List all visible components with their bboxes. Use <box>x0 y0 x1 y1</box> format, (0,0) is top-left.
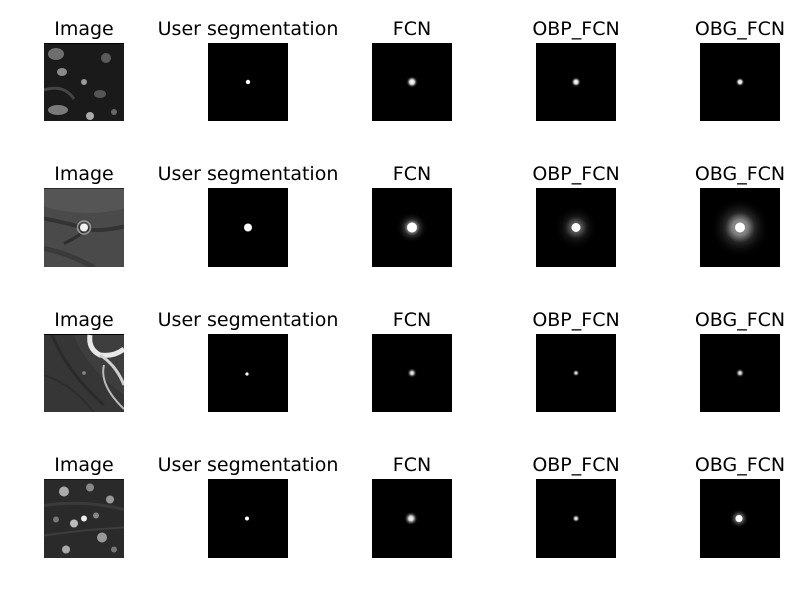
panel-title: FCN <box>392 18 432 40</box>
panel-title: OBG_FCN <box>694 163 786 185</box>
panel-title: User segmentation <box>157 163 339 185</box>
panel-title: OBG_FCN <box>694 309 786 331</box>
obp-fcn-output <box>536 43 616 121</box>
row-2-user-seg-panel: User segmentation <box>158 165 338 267</box>
fcn-output <box>372 188 452 267</box>
panel-title: FCN <box>392 454 432 476</box>
obp-fcn-output <box>536 334 616 412</box>
image-thumbnail <box>44 188 124 267</box>
panel-title: FCN <box>392 163 432 185</box>
panel-title: Image <box>54 18 114 40</box>
panel-title: FCN <box>392 309 432 331</box>
row-4-fcn-panel: FCN <box>372 456 452 558</box>
ct-image <box>44 188 124 267</box>
row-1-obp-fcn-panel: OBP_FCN <box>532 20 620 121</box>
obg-fcn-output <box>700 43 780 121</box>
obp-fcn-output <box>536 479 616 558</box>
obg-fcn-output <box>700 334 780 412</box>
row-4-image-panel: Image <box>44 456 124 558</box>
row-3-obg-fcn-panel: OBG_FCN <box>695 311 785 412</box>
row-3-fcn-panel: FCN <box>372 311 452 412</box>
user-segmentation-mask <box>208 188 288 267</box>
panel-title: User segmentation <box>157 18 339 40</box>
panel-title: OBG_FCN <box>694 454 786 476</box>
obp-fcn-output <box>536 188 616 267</box>
user-segmentation-mask <box>208 334 288 412</box>
row-1-user-seg-panel: User segmentation <box>158 20 338 121</box>
image-thumbnail <box>44 479 124 558</box>
user-segmentation-mask <box>208 479 288 558</box>
row-2-obg-fcn-panel: OBG_FCN <box>695 165 785 267</box>
panel-title: OBP_FCN <box>532 309 620 331</box>
row-3-user-seg-panel: User segmentation <box>158 311 338 412</box>
obg-fcn-output <box>700 479 780 558</box>
panel-title: User segmentation <box>157 454 339 476</box>
user-segmentation-mask <box>208 43 288 121</box>
row-2-image-panel: Image <box>44 165 124 267</box>
fcn-output <box>372 479 452 558</box>
row-4-obp-fcn-panel: OBP_FCN <box>532 456 620 558</box>
row-2-obp-fcn-panel: OBP_FCN <box>532 165 620 267</box>
ct-image <box>44 334 124 412</box>
ct-image <box>44 479 124 558</box>
panel-title: OBG_FCN <box>694 18 786 40</box>
row-1-obg-fcn-panel: OBG_FCN <box>695 20 785 121</box>
image-thumbnail <box>44 43 124 121</box>
ct-image <box>44 44 124 121</box>
row-3-image-panel: Image <box>44 311 124 412</box>
panel-title: OBP_FCN <box>532 454 620 476</box>
panel-title: Image <box>54 163 114 185</box>
panel-title: Image <box>54 309 114 331</box>
panel-title: OBP_FCN <box>532 18 620 40</box>
panel-title: OBP_FCN <box>532 163 620 185</box>
row-3-obp-fcn-panel: OBP_FCN <box>532 311 620 412</box>
obg-fcn-output <box>700 188 780 267</box>
fcn-output <box>372 43 452 121</box>
row-1-fcn-panel: FCN <box>372 20 452 121</box>
row-4-user-seg-panel: User segmentation <box>158 456 338 558</box>
panel-title: User segmentation <box>157 309 339 331</box>
row-2-fcn-panel: FCN <box>372 165 452 267</box>
image-thumbnail <box>44 334 124 412</box>
panel-title: Image <box>54 454 114 476</box>
row-4-obg-fcn-panel: OBG_FCN <box>695 456 785 558</box>
row-1-image-panel: Image <box>44 20 124 121</box>
fcn-output <box>372 334 452 412</box>
